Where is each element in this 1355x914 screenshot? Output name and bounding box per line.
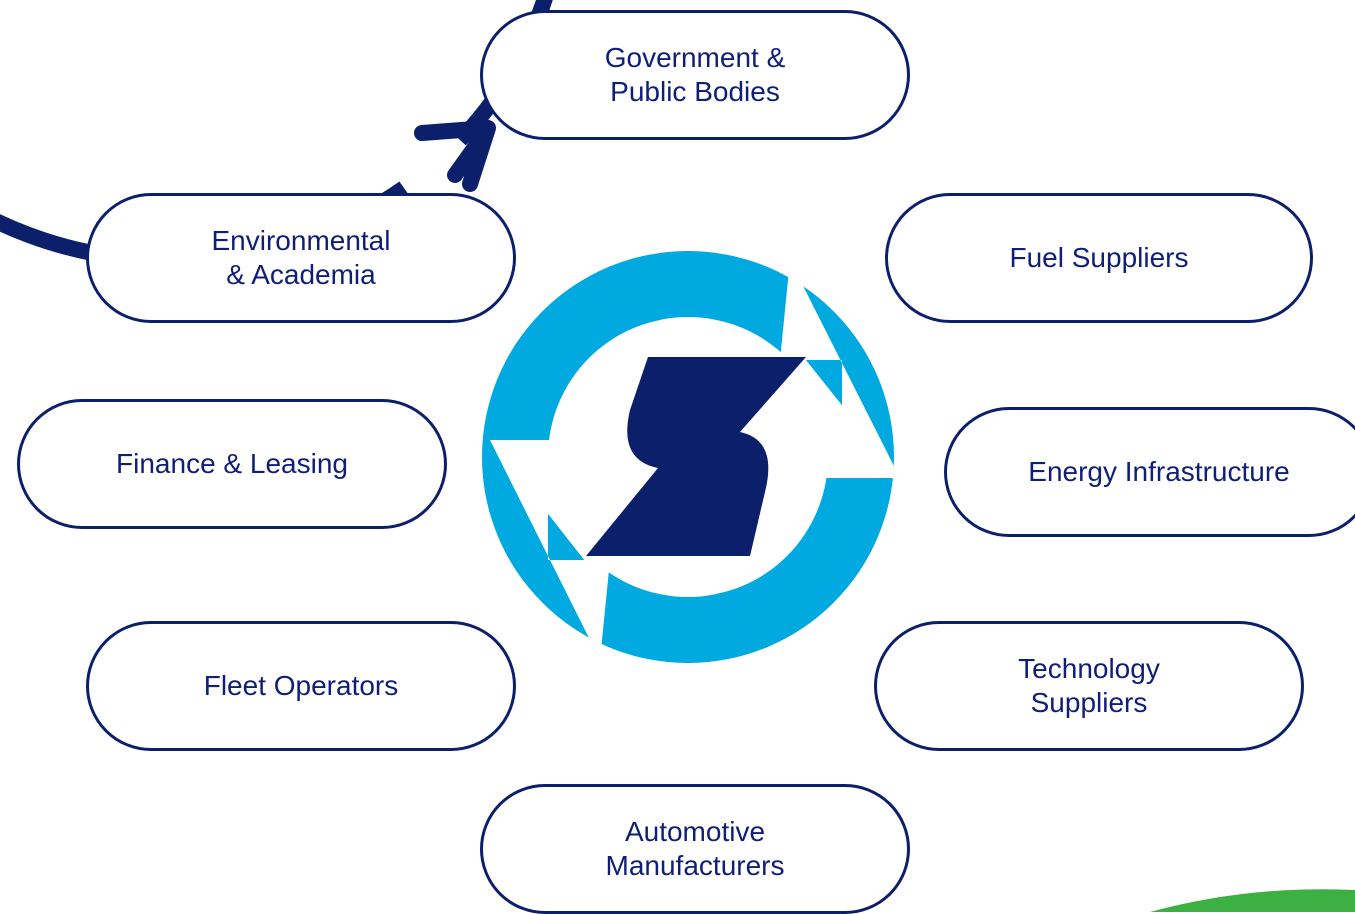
node-label-technology-suppliers: Technology Suppliers xyxy=(1018,653,1160,718)
node-label-automotive-manufacturers: Automotive Manufacturers xyxy=(605,816,785,881)
node-fuel-suppliers: Fuel Suppliers xyxy=(885,193,1313,323)
node-energy-infrastructure: Energy Infrastructure xyxy=(944,407,1355,537)
z-cycle-logo-icon xyxy=(482,251,900,663)
node-label-government: Government & Public Bodies xyxy=(604,42,786,107)
node-label-environmental-academia: Environmental & Academia xyxy=(211,225,391,290)
node-government: Government & Public Bodies xyxy=(480,10,910,140)
node-label-finance-leasing: Finance & Leasing xyxy=(116,448,348,479)
node-fleet-operators: Fleet Operators xyxy=(86,621,516,751)
node-label-fuel-suppliers: Fuel Suppliers xyxy=(1009,242,1189,273)
node-environmental-academia: Environmental & Academia xyxy=(86,193,516,323)
green-accent-shape xyxy=(1150,889,1355,912)
node-automotive-manufacturers: Automotive Manufacturers xyxy=(480,784,910,914)
cycle-ring xyxy=(0,0,553,269)
node-finance-leasing: Finance & Leasing xyxy=(17,399,447,529)
node-technology-suppliers: Technology Suppliers xyxy=(874,621,1304,751)
node-label-energy-infrastructure: Energy Infrastructure xyxy=(1028,456,1290,487)
node-label-fleet-operators: Fleet Operators xyxy=(203,670,399,701)
